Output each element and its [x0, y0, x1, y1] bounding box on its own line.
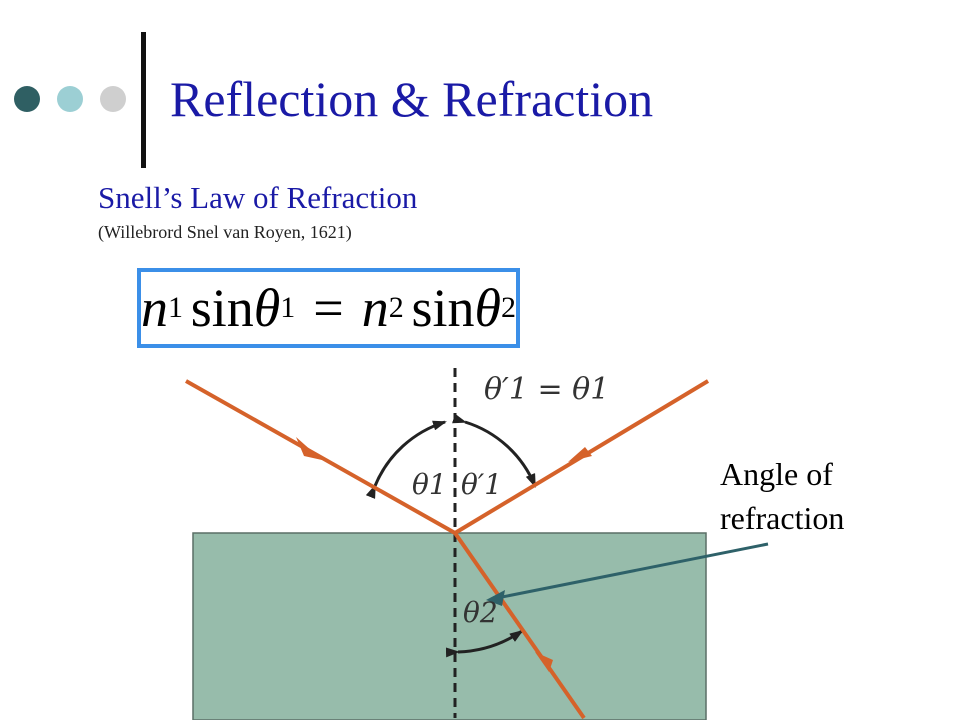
- formula-theta1: θ: [253, 278, 281, 338]
- decorative-dots: [14, 86, 126, 114]
- callout-line-1: Angle of: [720, 456, 833, 492]
- dot-gray: [100, 86, 126, 112]
- theta1-prime-arc: [452, 413, 537, 488]
- formula-n2: n: [361, 278, 389, 338]
- angle-of-refraction-callout: Angle of refraction: [720, 452, 844, 540]
- theta1-prime-label: θ′1: [461, 468, 502, 501]
- theta2-label: θ2: [463, 596, 498, 629]
- slide-title: Reflection & Refraction: [170, 71, 654, 127]
- formula-theta1-sub: 1: [280, 291, 296, 324]
- callout-line-2: refraction: [720, 500, 845, 536]
- dot-dark: [14, 86, 40, 112]
- attribution: (Willebrord Snel van Royen, 1621): [98, 222, 352, 242]
- medium-block: [192, 532, 707, 720]
- callout-arrow: [491, 542, 769, 601]
- formula-sin2: sin: [411, 278, 475, 338]
- title-divider: [141, 32, 146, 168]
- formula-n2-sub: 2: [388, 291, 404, 324]
- formula-sin1: sin: [190, 278, 254, 338]
- formula-equals: =: [313, 278, 344, 338]
- theta1-label: θ1: [412, 468, 447, 501]
- theta2-arc: [445, 629, 524, 658]
- callout-arrowhead: [486, 590, 505, 606]
- incident-ray-arrow: [296, 437, 322, 460]
- reflection-law-label: θ′1 = θ1: [484, 372, 609, 407]
- refracted-ray: [453, 531, 586, 720]
- dot-light: [57, 86, 83, 112]
- formula-theta2: θ: [474, 278, 501, 338]
- reflected-ray-arrow: [568, 447, 592, 462]
- formula-theta2-sub: 2: [501, 291, 516, 324]
- refracted-ray-arrow: [535, 652, 553, 672]
- incident-ray: [185, 379, 456, 535]
- slide-subtitle: Snell’s Law of Refraction: [98, 180, 418, 215]
- formula-n1: n: [141, 278, 168, 338]
- formula-n1-sub: 1: [168, 291, 183, 324]
- theta1-arc: [365, 420, 447, 499]
